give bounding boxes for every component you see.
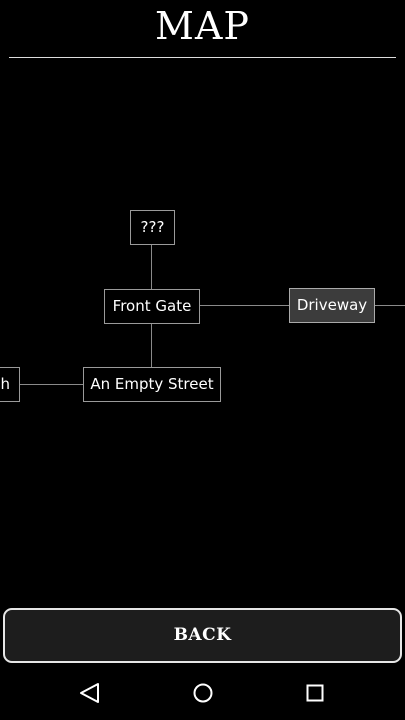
back-triangle-icon xyxy=(80,683,99,703)
map-area: ??? Front Gate Driveway An Empty Street … xyxy=(0,60,405,600)
map-node-left-partial[interactable]: h xyxy=(0,367,20,402)
home-circle-icon xyxy=(193,683,213,703)
link-driveway-right xyxy=(374,305,405,306)
link-street-left xyxy=(19,384,84,385)
map-node-unknown[interactable]: ??? xyxy=(130,210,175,245)
map-node-left-partial-label: h xyxy=(0,375,10,393)
link-frontgate-street xyxy=(151,323,152,367)
map-node-front-gate[interactable]: Front Gate xyxy=(104,289,200,324)
page-title: MAP xyxy=(155,4,250,48)
map-node-empty-street[interactable]: An Empty Street xyxy=(83,367,221,402)
recents-square-icon xyxy=(306,684,324,702)
map-node-driveway-current[interactable]: Driveway xyxy=(289,288,375,323)
system-navigation-bar xyxy=(0,666,405,720)
nav-home-button[interactable] xyxy=(163,666,243,720)
nav-recents-button[interactable] xyxy=(275,666,355,720)
title-divider xyxy=(9,57,396,58)
back-button[interactable]: BACK xyxy=(3,608,402,663)
nav-back-button[interactable] xyxy=(50,666,130,720)
link-frontgate-driveway xyxy=(199,305,290,306)
link-unknown-frontgate xyxy=(151,244,152,290)
